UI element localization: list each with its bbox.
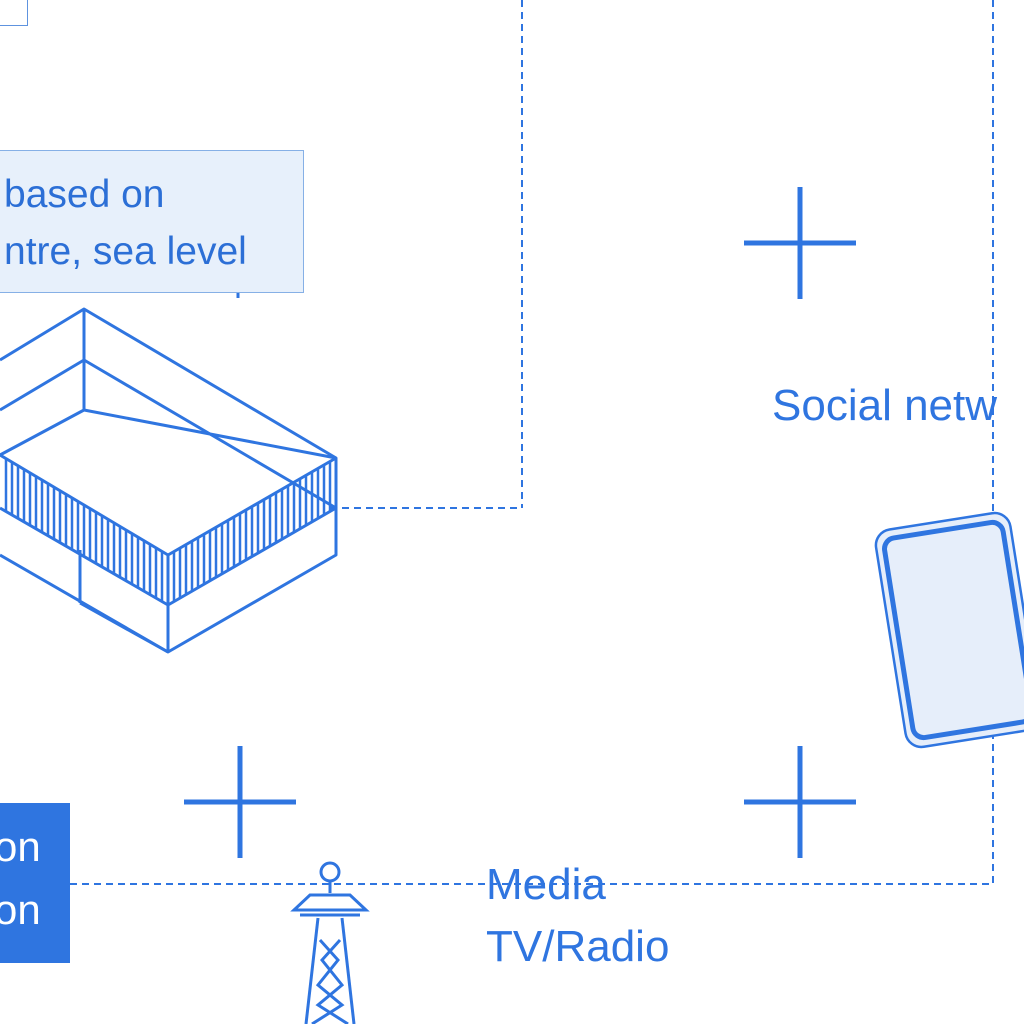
media-label-line-1: Media [486,860,606,909]
connector-lines [70,0,994,885]
media-label-line-2: TV/Radio [486,922,670,971]
blue-box-line-1: on [0,823,41,870]
location-info-line-2: ntre, sea level [4,230,247,273]
plus-marker-icon [744,187,856,299]
radio-tower-icon [290,861,370,1024]
plus-marker-icon [184,746,296,858]
crosshair-markers [184,187,856,858]
location-info-box: based on ntre, sea level [0,150,304,293]
smartphone-icon [874,511,1024,749]
partial-box [0,0,28,26]
plus-marker-icon [744,746,856,858]
blue-label-box: on on [0,803,70,963]
building-icon [0,307,338,654]
building-facade-lines [4,458,332,602]
media-label: Media TV/Radio [486,854,669,978]
location-info-line-1: based on [4,173,165,216]
blue-box-line-2: on [0,886,41,933]
social-network-label: Social netw [772,381,998,430]
